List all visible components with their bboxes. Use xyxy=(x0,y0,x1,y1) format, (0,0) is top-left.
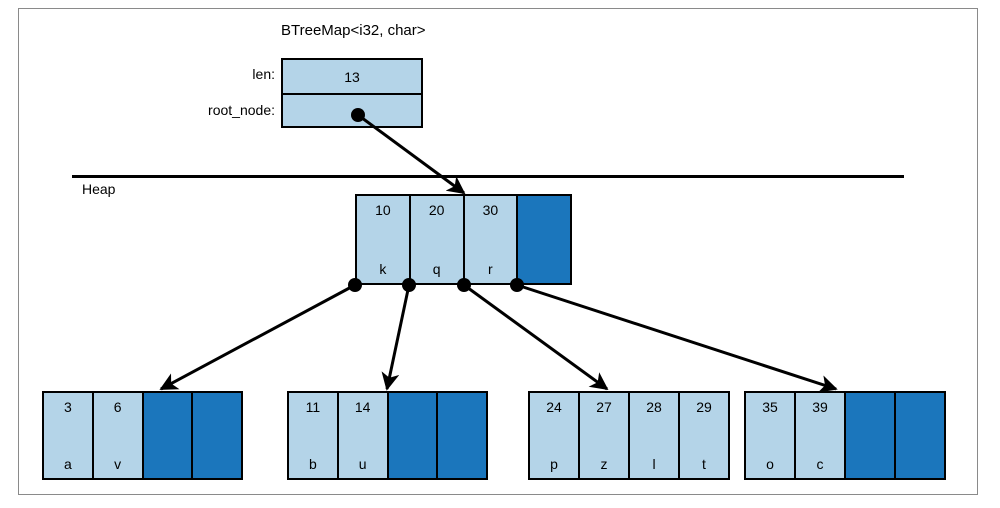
leaf-1-cell-2 xyxy=(388,393,439,478)
leaf-3-cell-2 xyxy=(846,393,896,478)
leaf-0-cell-1-value: v xyxy=(114,456,122,472)
leaf-3-cell-0-key: 35 xyxy=(762,399,778,415)
leaf-3-cell-1-key: 39 xyxy=(812,399,828,415)
root-node-cell-0-key: 10 xyxy=(375,202,391,218)
leaf-2-cell-2-value: l xyxy=(652,456,656,472)
btree-leaf-node-3: 35 o 39 c xyxy=(744,391,946,480)
leaf-2-cell-3-key: 29 xyxy=(696,399,712,415)
leaf-2-cell-1: 27 z xyxy=(580,393,630,478)
leaf-1-cell-1-key: 14 xyxy=(354,399,371,415)
leaf-3-cell-1: 39 c xyxy=(796,393,846,478)
root-node-cell-0-value: k xyxy=(379,261,387,277)
struct-field-len-value: 13 xyxy=(283,60,421,95)
field-label-root-node: root_node: xyxy=(208,102,275,118)
root-node-cell-1-key: 20 xyxy=(428,202,445,218)
leaf-2-cell-0-key: 24 xyxy=(546,399,562,415)
leaf-2-cell-0-value: p xyxy=(550,456,558,472)
btree-root-node: 10 k 20 q 30 r xyxy=(355,194,572,285)
leaf-3-cell-3 xyxy=(896,393,944,478)
btree-leaf-node-2: 24 p 27 z 28 l 29 t xyxy=(528,391,730,480)
root-node-cell-3 xyxy=(518,196,570,283)
heap-divider xyxy=(72,175,904,178)
leaf-3-cell-1-value: c xyxy=(816,456,824,472)
leaf-1-cell-0-key: 11 xyxy=(305,399,321,415)
leaf-0-cell-0-key: 3 xyxy=(63,399,72,415)
leaf-2-cell-2: 28 l xyxy=(630,393,680,478)
leaf-2-cell-0: 24 p xyxy=(530,393,580,478)
leaf-0-cell-2 xyxy=(143,393,194,478)
leaf-1-cell-0: 11 b xyxy=(289,393,339,478)
page-border xyxy=(18,8,978,495)
btree-leaf-node-1: 11 b 14 u xyxy=(287,391,488,480)
root-node-cell-2: 30 r xyxy=(464,196,519,283)
leaf-0-cell-1-key: 6 xyxy=(113,399,122,415)
struct-box: 13 xyxy=(281,58,423,128)
leaf-0-cell-3 xyxy=(193,393,241,478)
leaf-1-cell-1-value: u xyxy=(358,456,367,472)
leaf-2-cell-3-value: t xyxy=(702,456,706,472)
root-node-cell-1: 20 q xyxy=(410,196,465,283)
leaf-1-cell-1: 14 u xyxy=(338,393,389,478)
field-label-len: len: xyxy=(252,66,275,82)
heap-label: Heap xyxy=(82,181,116,197)
leaf-2-cell-1-key: 27 xyxy=(596,399,612,415)
root-node-cell-2-key: 30 xyxy=(482,202,499,218)
struct-field-root-node-value xyxy=(283,95,421,130)
leaf-1-cell-0-value: b xyxy=(308,456,317,472)
root-node-cell-0: 10 k xyxy=(357,196,411,283)
leaf-2-cell-1-value: z xyxy=(600,456,608,472)
leaf-1-cell-3 xyxy=(438,393,486,478)
root-node-cell-1-value: q xyxy=(432,261,441,277)
leaf-0-cell-0-value: a xyxy=(63,456,72,472)
leaf-3-cell-0: 35 o xyxy=(746,393,796,478)
leaf-2-cell-2-key: 28 xyxy=(646,399,662,415)
root-node-cell-2-value: r xyxy=(488,261,493,277)
leaf-3-cell-0-value: o xyxy=(766,456,774,472)
struct-type-title: BTreeMap<i32, char> xyxy=(281,22,426,39)
leaf-2-cell-3: 29 t xyxy=(680,393,728,478)
